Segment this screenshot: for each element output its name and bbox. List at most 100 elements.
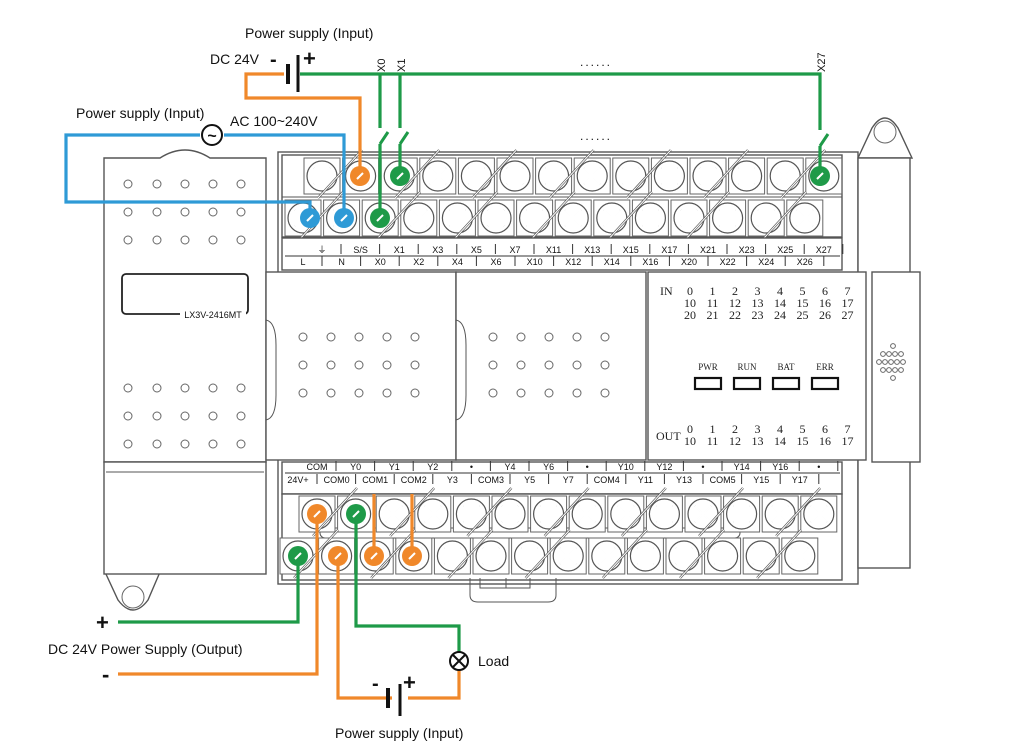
screw-cross-inner <box>544 167 563 185</box>
output-top-label: Y14 <box>734 462 750 472</box>
switch-x27 <box>818 133 830 147</box>
vent-hole <box>236 439 246 449</box>
speaker-hole <box>900 359 906 365</box>
input-led-number: 2 <box>732 284 738 298</box>
screw-cross-inner <box>699 167 717 185</box>
screw-cross-inner <box>636 547 655 565</box>
input-led-number: 27 <box>842 308 854 322</box>
output-led-number: 15 <box>797 434 809 448</box>
speaker-hole <box>880 351 886 357</box>
guard-line-inner <box>698 487 744 537</box>
vent-hole <box>208 235 218 245</box>
screw-cross-inner <box>487 209 505 227</box>
vent-hole <box>123 383 133 393</box>
output-bottom-label: Y13 <box>676 475 692 485</box>
input-top-label: S/S <box>353 245 368 255</box>
input-top-label: X21 <box>700 245 716 255</box>
ac-wire-n <box>224 133 346 220</box>
guard-line-inner <box>602 529 648 579</box>
terminal-y0-wired-slot <box>352 510 360 518</box>
vent-hole <box>152 411 162 421</box>
input-led-number: 11 <box>707 296 719 310</box>
load-return-wire <box>408 670 461 700</box>
vent-hole <box>236 411 246 421</box>
switch-x0 <box>378 131 390 145</box>
vent-hole <box>152 235 162 245</box>
vent-hole <box>326 360 336 370</box>
screw-cross-inner <box>660 167 679 185</box>
vent-hole <box>572 332 582 342</box>
output-label-strip <box>281 461 843 495</box>
input-bottom-label: X10 <box>527 257 543 267</box>
guard-line-inner <box>544 487 589 537</box>
vent-hole <box>572 388 582 398</box>
vent-hole <box>236 179 246 189</box>
guard-line-inner <box>780 149 826 199</box>
screw-cross-inner <box>713 547 732 565</box>
guard-line-inner <box>756 529 802 579</box>
output-plus-sign: + <box>96 610 109 635</box>
vent-hole <box>600 360 610 370</box>
screw-cross-inner <box>385 505 403 523</box>
input-led-number: 20 <box>684 308 696 322</box>
vent-hole <box>326 332 336 342</box>
ac-input-title: Power supply (Input) <box>76 105 204 121</box>
led-run <box>732 376 762 391</box>
screw-cross-inner <box>603 209 621 227</box>
y0-load-wire <box>354 514 461 652</box>
terminal-l-wired-slot <box>306 214 314 222</box>
vent-hole <box>326 388 336 398</box>
screw-cross-inner <box>776 167 794 185</box>
input-bottom-label: X14 <box>604 257 620 267</box>
input-led-number: 21 <box>707 308 719 322</box>
output-bottom-label: COM4 <box>594 475 620 485</box>
speaker-hole <box>876 359 882 365</box>
vent-hole <box>516 360 526 370</box>
vent-hole <box>208 179 218 189</box>
output-led-number: 16 <box>819 434 831 448</box>
screw-cross-inner <box>564 209 582 227</box>
vent-hole <box>298 388 308 398</box>
output-top-label: Y4 <box>504 462 515 472</box>
output-top-label: Y0 <box>350 462 361 472</box>
screw-cross-inner <box>694 505 712 523</box>
input-led-number: 26 <box>819 308 831 322</box>
vent-hole <box>123 439 133 449</box>
screw-cross-inner <box>791 547 809 565</box>
vent-hole <box>123 179 133 189</box>
output-top-label: COM <box>307 462 328 472</box>
load-battery-plus: + <box>403 670 416 695</box>
switch-x1 <box>398 131 410 145</box>
dc-input-battery-symbol <box>286 55 300 92</box>
screw-cross-inner <box>313 167 331 185</box>
screw-cross-inner <box>448 209 467 227</box>
vent-hole <box>208 439 218 449</box>
speaker-hole <box>886 351 892 357</box>
input-led-number: 4 <box>777 284 783 298</box>
vent-hole <box>544 388 554 398</box>
speaker-hole <box>882 359 888 365</box>
screw-cross-inner <box>410 209 428 227</box>
screw-cross-inner <box>617 505 635 523</box>
input-led-number: 15 <box>797 296 809 310</box>
output-bottom-label: Y3 <box>447 475 458 485</box>
vent-hole <box>544 332 554 342</box>
screw-cross-inner <box>718 209 737 227</box>
output-minus-sign: - <box>102 662 109 687</box>
input-led-number: 0 <box>687 284 693 298</box>
out-24v-plus-wire <box>118 556 300 624</box>
vent-hole <box>180 439 190 449</box>
vent-hole <box>208 411 218 421</box>
terminal-com0-wired-slot <box>334 552 342 560</box>
output-led-number: 17 <box>842 434 854 448</box>
vent-hole <box>152 439 162 449</box>
speaker-hole <box>888 359 894 365</box>
guard-line-inner <box>703 149 749 199</box>
screw-cross-inner <box>675 547 693 565</box>
speaker-hole <box>886 367 892 373</box>
input-led-number: 5 <box>800 284 806 298</box>
output-top-label: • <box>817 462 820 472</box>
vent-hole <box>236 235 246 245</box>
